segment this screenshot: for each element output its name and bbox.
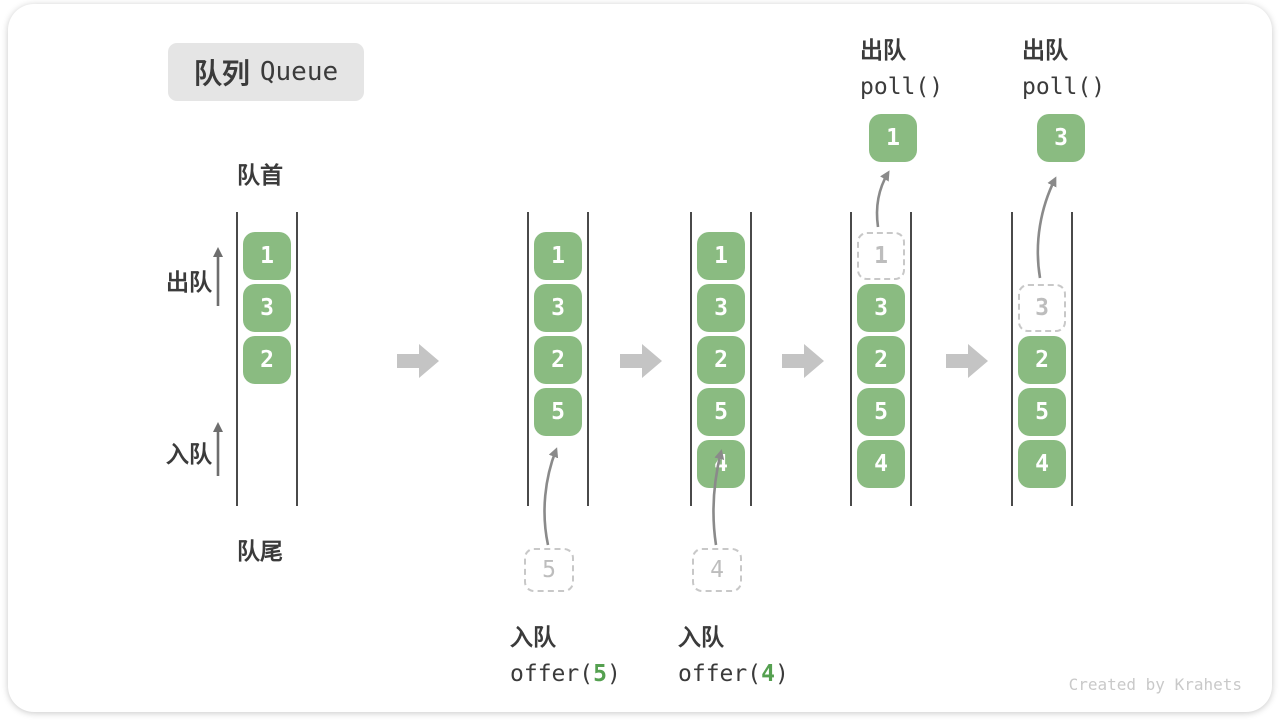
queue-cell: 2 <box>243 336 291 384</box>
queue-wall-left <box>1011 212 1013 506</box>
queue-wall-right <box>750 212 752 506</box>
label-enqueue: 入队 <box>166 441 212 467</box>
diagram-card <box>8 4 1272 712</box>
popped-value-box: 3 <box>1037 114 1085 162</box>
label-queue-rear: 队尾 <box>237 538 283 564</box>
queue-cell: 5 <box>1018 388 1066 436</box>
op-code-pre: offer( <box>678 661 762 687</box>
op-enqueue-offer-5: 入队 offer(5) <box>510 618 621 687</box>
queue-wall-left <box>850 212 852 506</box>
op-dequeue-poll-2: 出队 poll() <box>1022 31 1105 100</box>
queue-cell: 1 <box>534 232 582 280</box>
pending-value-box: 5 <box>524 548 574 592</box>
queue-wall-right <box>587 212 589 506</box>
op-code-post: ) <box>606 661 621 687</box>
pending-value-box: 4 <box>692 548 742 592</box>
queue-cell: 4 <box>1018 440 1066 488</box>
queue-cell: 1 <box>697 232 745 280</box>
op-code: poll() <box>860 74 944 100</box>
queue-wall-right <box>296 212 298 506</box>
op-label: 入队 <box>510 624 556 650</box>
queue-cell: 1 <box>243 232 291 280</box>
op-code: offer(5) <box>510 661 621 687</box>
op-code: poll() <box>1022 74 1106 100</box>
op-dequeue-poll-1: 出队 poll() <box>860 31 943 100</box>
label-dequeue: 出队 <box>166 269 212 295</box>
queue-cell: 3 <box>857 284 905 332</box>
op-enqueue-offer-4: 入队 offer(4) <box>678 618 789 687</box>
title-zh: 队列 <box>193 58 250 89</box>
queue-cell: 2 <box>534 336 582 384</box>
queue-wall-left <box>527 212 529 506</box>
queue-cell: 2 <box>1018 336 1066 384</box>
op-label: 入队 <box>678 624 724 650</box>
queue-cell: 3 <box>697 284 745 332</box>
queue-wall-right <box>1071 212 1073 506</box>
queue-cell: 4 <box>857 440 905 488</box>
op-label: 出队 <box>860 37 906 63</box>
op-label: 出队 <box>1022 37 1068 63</box>
popped-value-box: 1 <box>869 114 917 162</box>
queue-cell-removed: 1 <box>857 232 905 280</box>
queue-wall-left <box>236 212 238 506</box>
op-code-arg: 4 <box>761 661 775 687</box>
op-code-pre: offer( <box>510 661 594 687</box>
queue-wall-right <box>910 212 912 506</box>
op-code: offer(4) <box>678 661 789 687</box>
queue-cell: 4 <box>697 440 745 488</box>
queue-cell: 5 <box>534 388 582 436</box>
queue-wall-left <box>690 212 692 506</box>
queue-cell: 2 <box>697 336 745 384</box>
title-en: Queue <box>259 57 339 87</box>
queue-cell: 3 <box>534 284 582 332</box>
queue-cell: 5 <box>857 388 905 436</box>
queue-cell: 3 <box>243 284 291 332</box>
watermark: Created by Krahets <box>1068 675 1242 694</box>
queue-cell: 2 <box>857 336 905 384</box>
queue-cell: 5 <box>697 388 745 436</box>
queue-cell-removed: 3 <box>1018 284 1066 332</box>
label-queue-front: 队首 <box>237 162 283 188</box>
title-badge: 队列 Queue <box>168 43 364 101</box>
op-code-arg: 5 <box>593 661 607 687</box>
op-code-post: ) <box>774 661 789 687</box>
